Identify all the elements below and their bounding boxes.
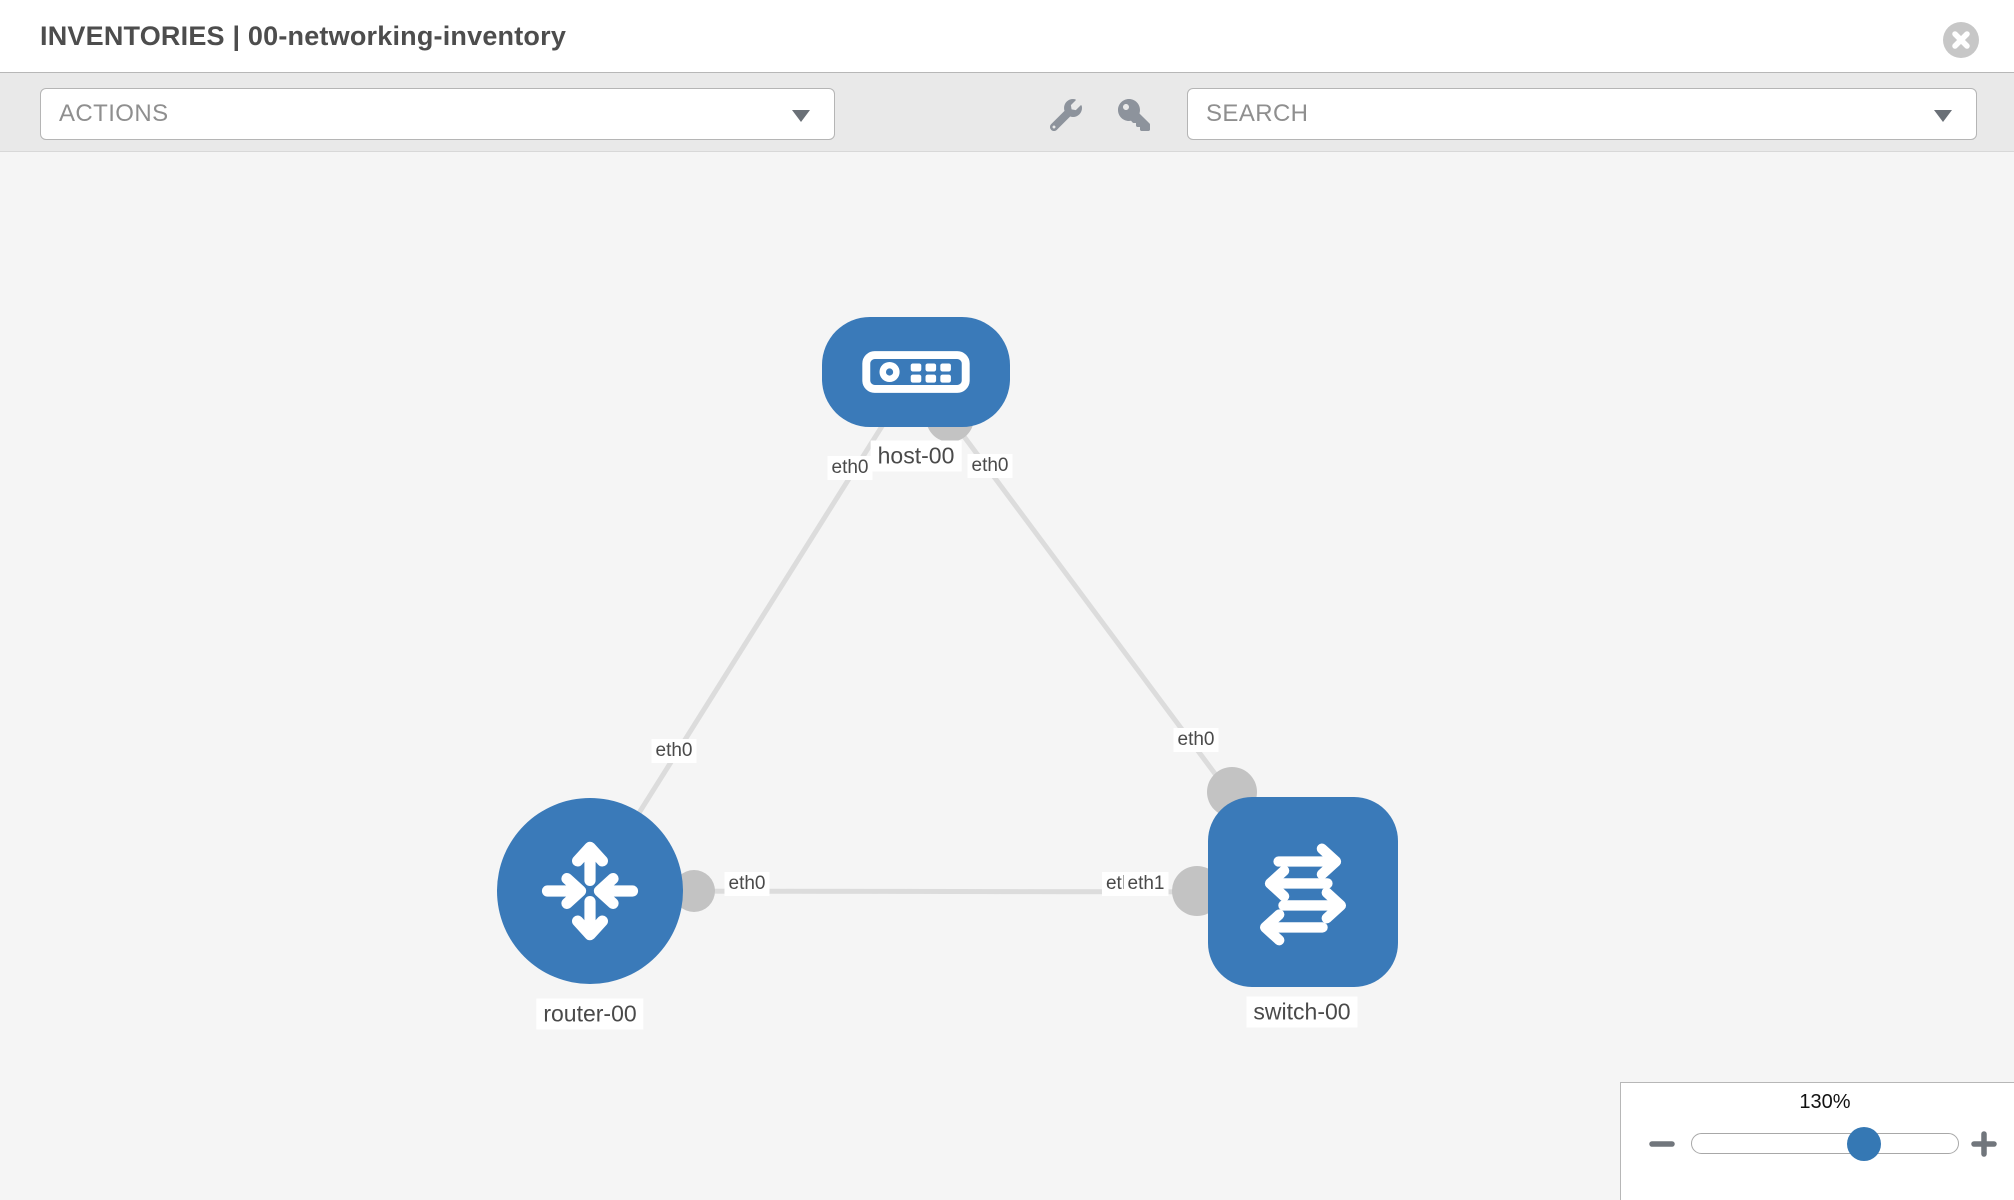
topology-links-svg: [587, 370, 1306, 916]
minus-icon: [1649, 1141, 1675, 1147]
interface-label: eth0: [651, 739, 697, 763]
interface-label: eth0: [724, 872, 770, 896]
chevron-down-icon: [1934, 110, 1952, 122]
node-host-00[interactable]: [822, 317, 1010, 427]
plus-icon: [1971, 1131, 1997, 1157]
interface-label: eth0: [967, 454, 1013, 478]
interface-label: eth0: [1173, 728, 1219, 752]
zoom-in-button[interactable]: [1971, 1131, 1997, 1157]
zoom-slider-handle[interactable]: [1846, 1127, 1881, 1161]
zoom-out-button[interactable]: [1649, 1131, 1675, 1157]
node-label-router-00: router-00: [536, 998, 644, 1030]
node-label-host-00: host-00: [870, 440, 962, 472]
node-label-switch-00: switch-00: [1246, 996, 1358, 1028]
search-dropdown[interactable]: SEARCH: [1187, 88, 1977, 140]
page-title: INVENTORIES | 00-networking-inventory: [40, 20, 567, 51]
search-dropdown-label: SEARCH: [1206, 100, 1309, 127]
node-switch-00[interactable]: [1208, 797, 1398, 987]
key-button[interactable]: [1118, 99, 1152, 133]
interface-label: eth0: [827, 456, 873, 480]
router-icon: [541, 841, 639, 941]
close-button[interactable]: [1943, 22, 1979, 58]
chevron-down-icon: [792, 110, 810, 122]
zoom-slider-track[interactable]: [1691, 1133, 1959, 1154]
key-icon: [1118, 99, 1150, 131]
wrench-button[interactable]: [1049, 99, 1084, 133]
node-router-00[interactable]: [497, 798, 683, 984]
interface-dot: [673, 870, 715, 912]
actions-dropdown[interactable]: ACTIONS: [40, 88, 835, 140]
switch-icon: [1259, 843, 1347, 946]
close-icon: [1943, 22, 1979, 58]
host-icon: [862, 351, 970, 393]
wrench-icon: [1049, 99, 1082, 132]
actions-dropdown-label: ACTIONS: [59, 100, 169, 127]
zoom-level-label: 130%: [1799, 1091, 1851, 1113]
header: INVENTORIES | 00-networking-inventory: [0, 0, 2014, 73]
topology-canvas[interactable]: host-00 router-00 switch-00 eth0 eth0 eth0 eth…: [0, 152, 2014, 1200]
interface-label: eth1: [1123, 872, 1169, 896]
toolbar: ACTIONS SEARCH: [0, 73, 2014, 152]
zoom-control-panel: 130%: [1620, 1082, 2014, 1200]
